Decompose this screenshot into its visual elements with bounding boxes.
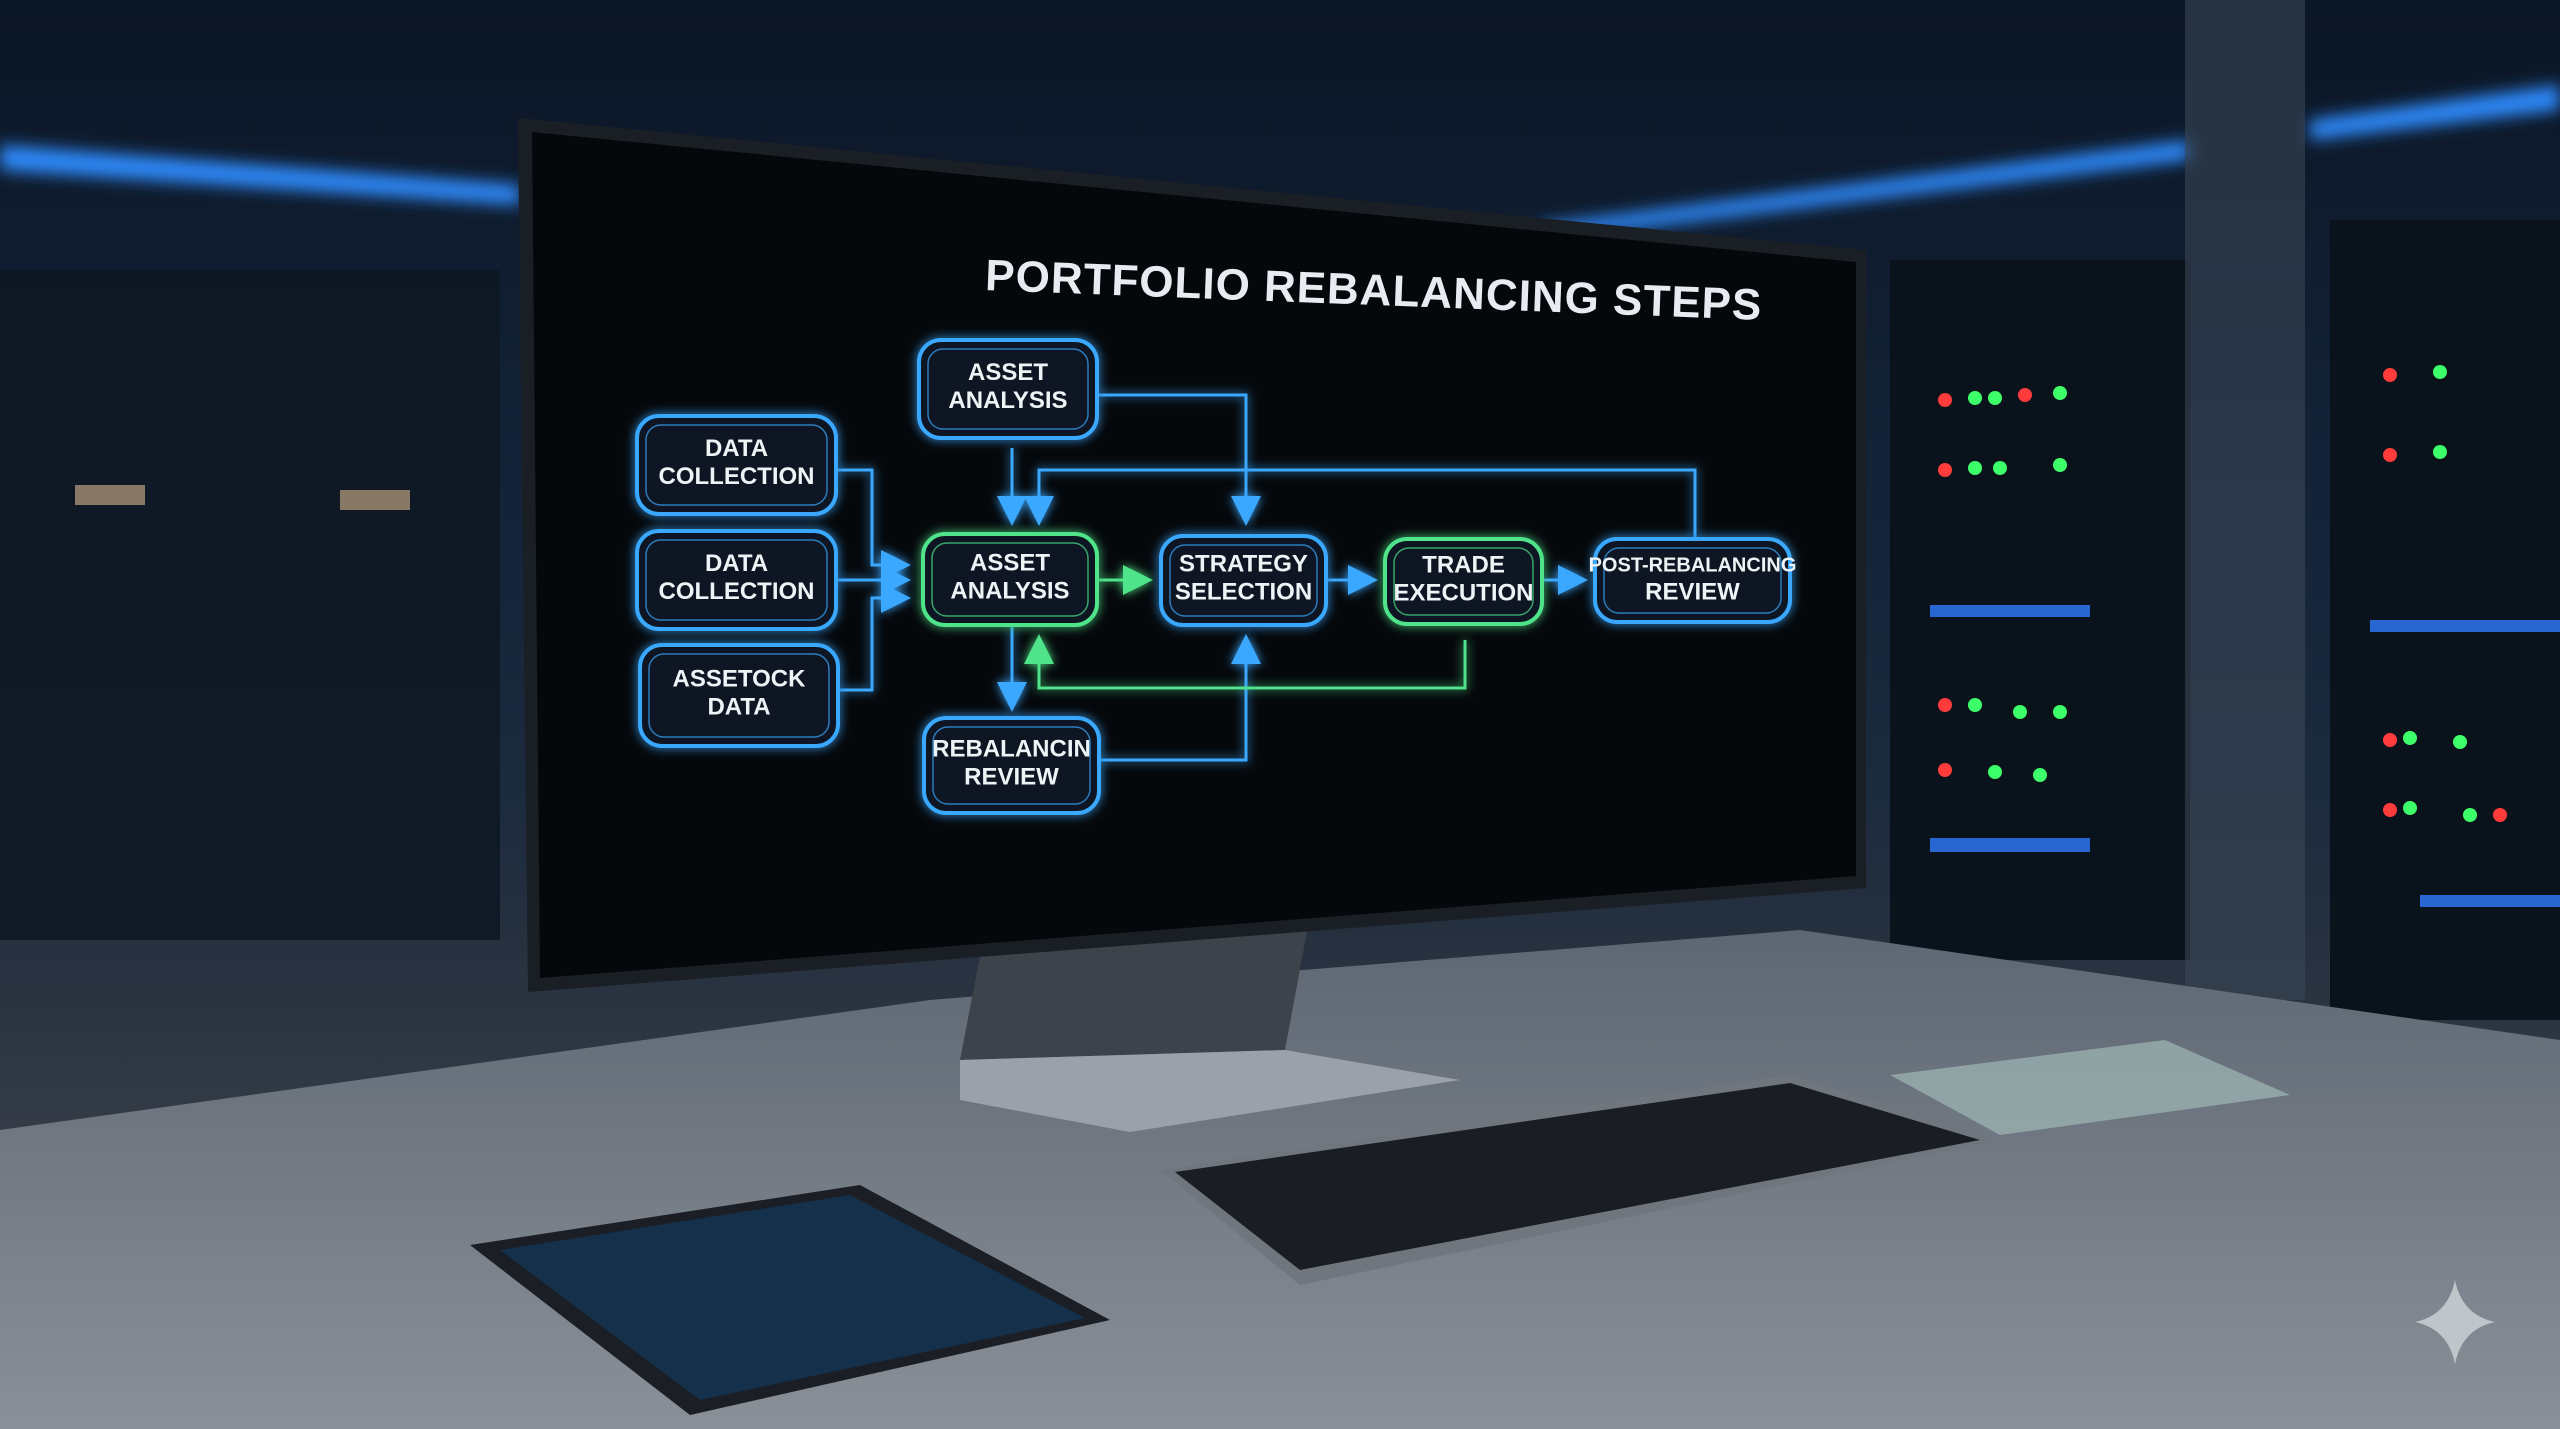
connector	[1097, 393, 1261, 526]
node-label: ANALYSIS	[950, 578, 1069, 605]
tablet	[470, 1185, 1110, 1415]
node-label: COLLECTION	[659, 578, 815, 605]
node-inner-border	[648, 653, 830, 738]
node-label: REBALANCIN	[932, 736, 1091, 763]
node-label: ANALYSIS	[948, 387, 1067, 414]
sparkle-watermark-icon	[2415, 1280, 2495, 1364]
ceiling-lights	[0, 85, 2560, 240]
connector	[1024, 468, 1697, 539]
node-label: ASSET	[970, 550, 1050, 577]
node-label: ASSET	[968, 359, 1048, 386]
node-label: TRADE	[1422, 552, 1505, 579]
node-label: POST-REBALANCING	[1589, 555, 1797, 577]
node-label: REVIEW	[1645, 579, 1740, 606]
connector	[1024, 634, 1467, 690]
node-inner-border	[1603, 547, 1782, 614]
node-label: DATA	[705, 550, 768, 577]
node-label: DATA	[707, 694, 770, 721]
node-inner-border	[645, 539, 828, 621]
node-inner-border	[932, 726, 1091, 805]
node-inner-border	[1169, 544, 1318, 617]
node-box	[921, 532, 1099, 627]
node-box	[1383, 537, 1544, 626]
server-racks	[0, 0, 2560, 1020]
node-inner-border	[1393, 547, 1534, 616]
node-box	[1593, 537, 1792, 624]
node-box	[635, 414, 838, 516]
node-label: ASSETOCK	[673, 666, 807, 693]
trackpad	[1890, 1040, 2290, 1135]
node-inner-border	[931, 542, 1089, 617]
node-box	[917, 338, 1099, 440]
node-box	[1159, 534, 1328, 627]
node-label: SELECTION	[1175, 579, 1312, 606]
node-inner-border	[645, 424, 828, 506]
keyboard	[1160, 1075, 2000, 1285]
node-box	[638, 643, 840, 748]
connector	[1099, 634, 1261, 762]
node-label: COLLECTION	[659, 463, 815, 490]
node-label: STRATEGY	[1179, 551, 1308, 578]
node-label: DATA	[705, 435, 768, 462]
node-label: REVIEW	[964, 764, 1059, 791]
connectors	[836, 393, 1697, 762]
node-box	[635, 529, 838, 631]
node-inner-border	[927, 348, 1089, 430]
node-label: EXECUTION	[1393, 580, 1533, 607]
connector	[838, 583, 911, 692]
node-box	[922, 716, 1101, 815]
